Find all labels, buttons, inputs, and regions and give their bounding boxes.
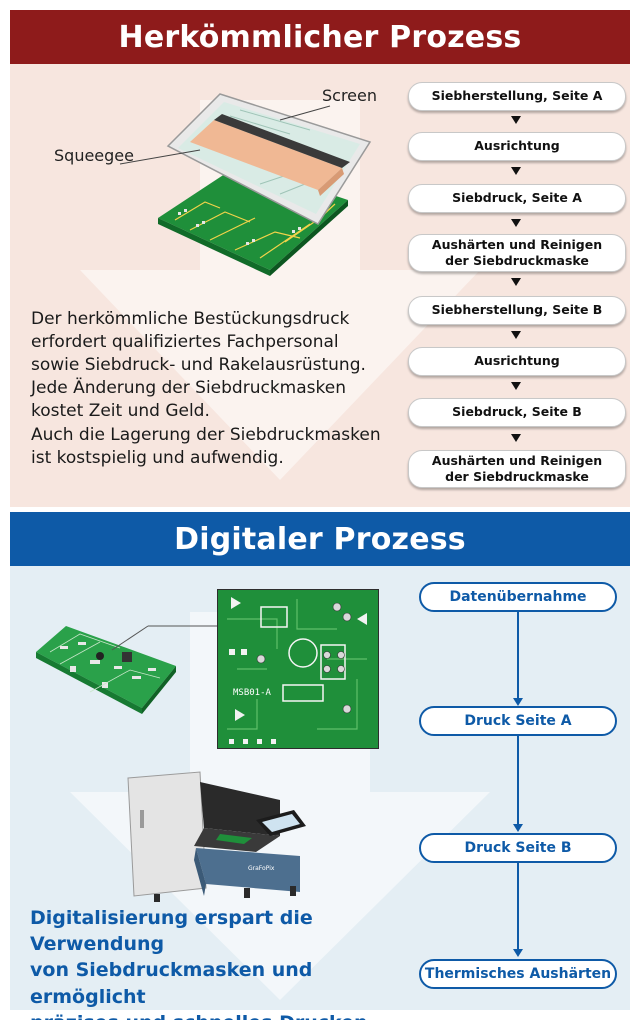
digital-step-2: Druck Seite A [419, 706, 617, 736]
step-label: Siebdruck, Seite A [452, 190, 582, 206]
flow-arrow-down-icon [513, 949, 523, 957]
digital-description: Digitalisierung erspart die Verwendung v… [30, 905, 430, 1020]
conventional-description: Der herkömmliche Bestückungsdruck erford… [31, 308, 401, 470]
step-label: Datenübernahme [449, 589, 587, 605]
background-arrow-graphic [80, 100, 480, 480]
step-label: Siebherstellung, Seite A [431, 88, 603, 104]
squeegee-label: Squeegee [54, 146, 134, 165]
step-label: Thermisches Aushärten [424, 966, 612, 982]
conventional-step-5: Siebherstellung, Seite B [408, 296, 626, 325]
digital-process-section: Digitaler Prozess [10, 512, 630, 1020]
screen-printing-illustration [119, 93, 372, 276]
flow-arrow-down-icon [513, 824, 523, 832]
zoom-leader-line [111, 625, 218, 651]
description-line: sowie Siebdruck- und Rakelausrüstung. [31, 355, 366, 376]
digital-step-4: Thermisches Aushärten [419, 959, 617, 989]
description-line: Digitalisierung erspart die Verwendung [30, 907, 313, 956]
conventional-step-7: Siebdruck, Seite B [408, 398, 626, 427]
description-line: ist kostspielig und aufwendig. [31, 447, 284, 468]
printer-brand: GraFoPix [248, 865, 275, 872]
description-line: präzises und schnelles Drucken. [30, 1010, 430, 1020]
description-line: Jede Änderung der Siebdruckmasken [31, 378, 346, 399]
silkscreen-code: MSB01-A [233, 688, 272, 698]
step-label: Druck Seite A [464, 713, 572, 729]
description-line: Der herkömmliche Bestückungsdruck [31, 309, 350, 329]
flow-arrow-down-icon [511, 219, 521, 227]
flow-arrow-down-icon [511, 278, 521, 286]
flow-arrow-down-icon [511, 434, 521, 442]
step-label: Siebdruck, Seite B [452, 404, 582, 420]
step-label: Ausrichtung [474, 353, 560, 369]
description-line: kostet Zeit und Geld. [31, 401, 210, 422]
flow-connector-line [517, 612, 519, 700]
conventional-step-6: Ausrichtung [408, 347, 626, 376]
screen-label: Screen [322, 86, 378, 105]
flow-connector-line [517, 736, 519, 826]
description-line: von Siebdruckmasken und ermöglicht [30, 959, 313, 1008]
conventional-step-2: Ausrichtung [408, 132, 626, 161]
conventional-process-section: Herkömmlicher Prozess [10, 10, 630, 507]
step-label-line-2: der Siebdruckmaske [445, 469, 589, 484]
step-label-line-2: der Siebdruckmaske [445, 253, 589, 268]
step-label: Ausrichtung [474, 138, 560, 154]
conventional-step-1: Siebherstellung, Seite A [408, 82, 626, 111]
printed-pcb-illustration [36, 626, 176, 714]
flow-arrow-down-icon [511, 116, 521, 124]
step-label-line-1: Aushärten und Reinigen [431, 452, 603, 468]
flow-arrow-down-icon [511, 382, 521, 390]
conventional-title: Herkömmlicher Prozess [10, 10, 630, 64]
digital-step-3: Druck Seite B [419, 833, 617, 863]
conventional-step-3: Siebdruck, Seite A [408, 184, 626, 213]
flow-arrow-down-icon [511, 167, 521, 175]
flow-connector-line [517, 863, 519, 951]
digital-printer-illustration: GraFoPix [127, 771, 306, 902]
flow-arrow-down-icon [511, 331, 521, 339]
description-line: erfordert qualifiziertes Fachpersonal [31, 332, 339, 353]
step-label: Druck Seite B [464, 840, 572, 856]
flow-arrow-down-icon [513, 698, 523, 706]
step-label-line-1: Aushärten und Reinigen [431, 236, 603, 252]
step-label: Siebherstellung, Seite B [431, 302, 603, 318]
digital-title: Digitaler Prozess [10, 512, 630, 566]
digital-step-1: Datenübernahme [419, 582, 617, 612]
zoomed-pcb-detail: MSB01-A [217, 589, 379, 749]
description-line: Auch die Lagerung der Siebdruckmasken [31, 424, 381, 445]
